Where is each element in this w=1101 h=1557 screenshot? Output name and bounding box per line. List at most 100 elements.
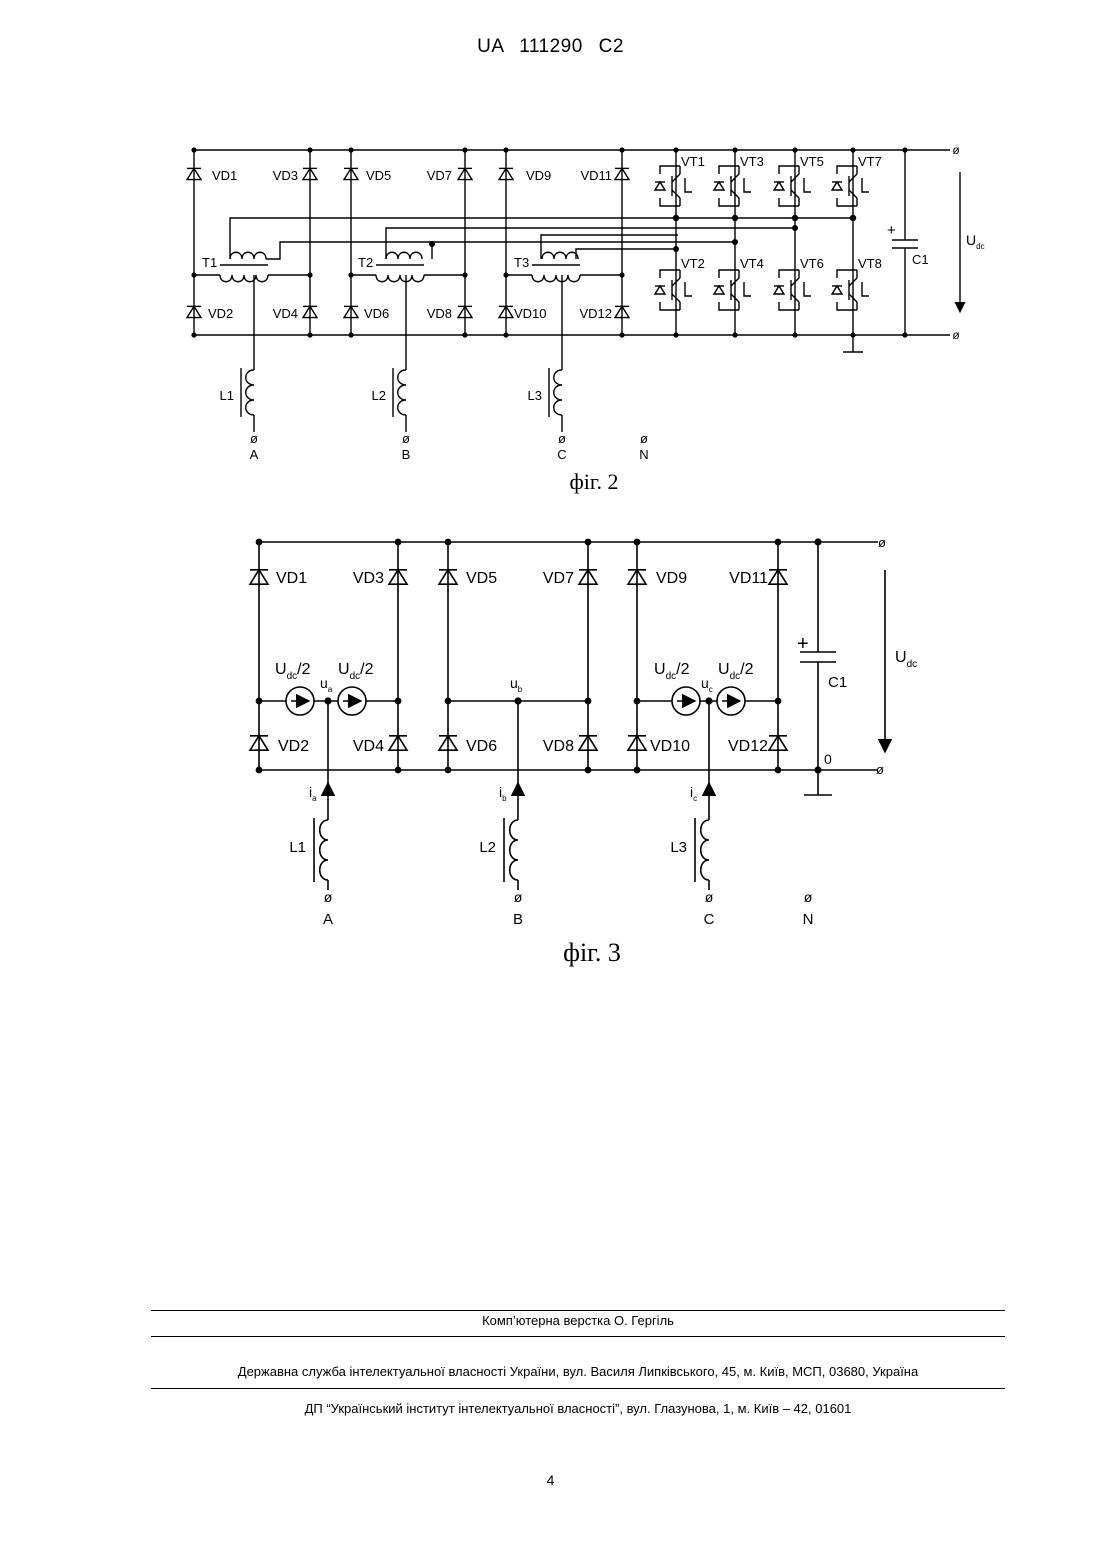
igbt-wire (779, 302, 799, 310)
junction-dot (792, 332, 797, 337)
junction-dot (307, 332, 312, 337)
page-number: 4 (0, 1472, 1101, 1488)
junction-dot (732, 239, 738, 245)
institute-address: ДП “Український інститут інтелектуальної… (151, 1401, 1005, 1416)
node-voltage-label: ua (320, 675, 333, 694)
junction-dot (585, 767, 592, 774)
terminal-symbol: ø (952, 328, 960, 342)
transformer-control-coil (386, 252, 422, 259)
igbt-vt8 (832, 270, 869, 310)
diode-label: VD9 (656, 570, 687, 587)
inductor-label: L2 (479, 839, 496, 856)
terminal-label: A (250, 447, 259, 462)
inductor-l2 (510, 820, 518, 880)
igbt-vt5 (774, 166, 811, 206)
current-source-ua-left (286, 687, 314, 715)
diode-label: VD6 (466, 738, 497, 755)
junction-dot (673, 332, 678, 337)
diode-triangle (714, 182, 724, 190)
terminal-label: B (513, 911, 523, 928)
igbt-wire (719, 198, 739, 206)
transformer-label: T1 (202, 255, 217, 270)
junction-dot (191, 332, 196, 337)
diode-label: VD7 (427, 168, 452, 183)
igbt-wire (660, 270, 680, 278)
transistor-label: VT6 (800, 256, 824, 271)
terminal-symbol: ø (878, 535, 886, 550)
node-voltage-label: uc (701, 675, 713, 694)
diode-label: VD9 (526, 168, 551, 183)
junction-dot (503, 332, 508, 337)
junction-dot (191, 147, 196, 152)
igbt-wire (660, 198, 680, 206)
junction-dot (395, 539, 402, 546)
diode-label: VD2 (208, 306, 233, 321)
igbt-gate (804, 178, 811, 192)
voltage-label: Udc (895, 649, 917, 670)
diode-label: VD8 (427, 306, 452, 321)
source-label: Udc/2 (654, 661, 690, 682)
transistor-label: VT4 (740, 256, 764, 271)
junction-dot (585, 539, 592, 546)
diode-label: VD12 (728, 738, 768, 755)
footer-rule-top (151, 1310, 1005, 1311)
inductor-label: L1 (220, 388, 234, 403)
igbt-wire (719, 270, 739, 278)
capacitor-label: C1 (912, 252, 929, 267)
igbt-gate (685, 282, 692, 296)
diode-label: VD10 (650, 738, 690, 755)
junction-dot (348, 332, 353, 337)
diode-triangle (655, 182, 665, 190)
inductor-label: L1 (289, 839, 306, 856)
diode-triangle (655, 286, 665, 294)
igbt-wire (837, 302, 857, 310)
diode-triangle (774, 286, 784, 294)
terminal-symbol: ø (705, 889, 714, 905)
junction-dot (850, 147, 855, 152)
capacitor-plus: + (797, 633, 809, 655)
current-label: ib (499, 784, 507, 803)
terminal-label: N (639, 447, 648, 462)
diode-label: VD5 (466, 570, 497, 587)
igbt-gate (744, 178, 751, 192)
diode-label: VD1 (276, 570, 307, 587)
igbt-freewheel-diode (774, 182, 784, 190)
transistor-label: VT1 (681, 154, 705, 169)
current-source-ua-right (338, 687, 366, 715)
igbt-vt1 (655, 166, 692, 206)
diode-label: VD12 (579, 306, 612, 321)
junction-dot (775, 767, 782, 774)
diode-triangle (774, 182, 784, 190)
inductor-l2 (398, 370, 406, 415)
junction-dot (619, 147, 624, 152)
diode-label: VD3 (273, 168, 298, 183)
junction-dot (673, 246, 679, 252)
diode-label: VD5 (366, 168, 391, 183)
junction-dot (792, 215, 798, 221)
igbt-wire (660, 166, 680, 174)
transistor-label: VT3 (740, 154, 764, 169)
junction-dot (902, 147, 907, 152)
current-label: ic (690, 784, 697, 803)
igbt-wire (837, 270, 857, 278)
diode-label: VD6 (364, 306, 389, 321)
igbt-wire (779, 198, 799, 206)
junction-dot (462, 332, 467, 337)
diode-triangle (832, 286, 842, 294)
igbt-vt3 (714, 166, 751, 206)
terminal-symbol: ø (952, 143, 960, 157)
junction-dot (673, 147, 678, 152)
terminal-symbol: ø (804, 889, 813, 905)
junction-dot (429, 241, 435, 247)
figure-2-schematic: VD1VD2VD3VD4VD5VD6VD7VD8VD9VD10VD11VD12T… (0, 130, 1101, 510)
source-label: Udc/2 (275, 661, 311, 682)
diode-label: VD3 (353, 570, 384, 587)
patent-number: UA 111290 C2 (0, 36, 1101, 58)
source-label: Udc/2 (338, 661, 374, 682)
control-wire (266, 242, 432, 259)
terminal-label: N (803, 911, 814, 928)
igbt-wire (837, 166, 857, 174)
junction-dot (256, 767, 263, 774)
junction-dot (503, 147, 508, 152)
junction-dot (395, 767, 402, 774)
